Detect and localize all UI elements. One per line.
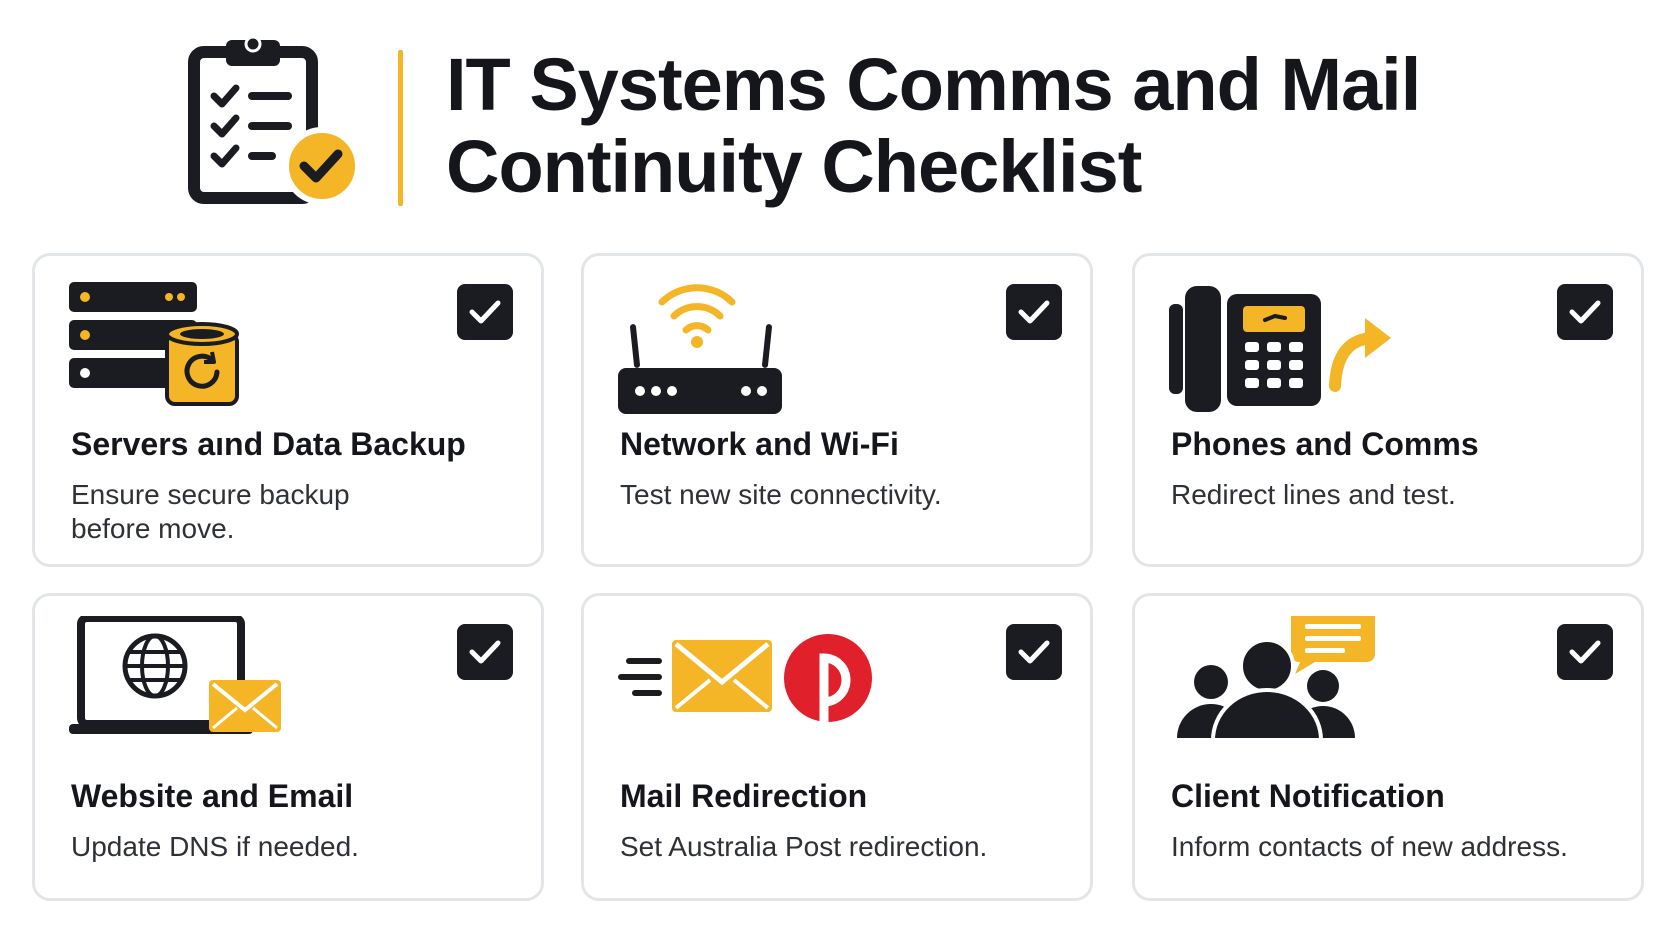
- checklist-card-servers[interactable]: Servers aınd Data Backup Ensure secure b…: [32, 253, 544, 567]
- clipboard-check-icon: [188, 35, 361, 205]
- card-description: Set Australia Post redirection.: [620, 831, 988, 862]
- checkbox-checked[interactable]: [1557, 284, 1613, 340]
- server-database-backup-icon: [69, 282, 239, 406]
- page-header: IT Systems Comms and Mail Continuity Che…: [0, 0, 1672, 240]
- card-title: Mail Redirection: [620, 778, 868, 814]
- title-line-1: IT Systems Comms and Mail: [446, 43, 1421, 126]
- card-title: Website and Email: [71, 778, 354, 814]
- card-description: Redirect lines and test.: [1171, 479, 1456, 510]
- card-title: Phones and Comms: [1171, 426, 1479, 462]
- card-description: Test new site connectivity.: [620, 479, 942, 510]
- wifi-router-icon: [618, 284, 782, 414]
- checkmark-icon: [1018, 640, 1050, 664]
- card-description: Inform contacts of new address.: [1171, 831, 1568, 862]
- header-divider: [398, 50, 403, 206]
- checkmark-icon: [1018, 300, 1050, 324]
- checkbox-checked[interactable]: [1006, 624, 1062, 680]
- checklist-card-network[interactable]: Network and Wi-Fi Test new site connecti…: [581, 253, 1093, 567]
- card-description: Update DNS if needed.: [71, 831, 359, 862]
- mail-post-icon: [618, 634, 872, 729]
- desk-phone-forward-icon: [1169, 286, 1391, 412]
- checkbox-checked[interactable]: [1557, 624, 1613, 680]
- laptop-globe-email-icon: [69, 616, 281, 734]
- page-title: IT Systems Comms and Mail Continuity Che…: [446, 44, 1596, 208]
- checkbox-checked[interactable]: [1006, 284, 1062, 340]
- checklist-card-phones[interactable]: Phones and Comms Redirect lines and test…: [1132, 253, 1644, 567]
- checkbox-checked[interactable]: [457, 284, 513, 340]
- checklist-card-clients[interactable]: Client Notification Inform contacts of n…: [1132, 593, 1644, 901]
- card-title: Client Notification: [1171, 778, 1445, 814]
- card-title: Network and Wi-Fi: [620, 426, 899, 462]
- checkmark-icon: [469, 640, 501, 664]
- card-description: Ensure secure backup before move.: [71, 479, 350, 544]
- checkbox-checked[interactable]: [457, 624, 513, 680]
- people-chat-icon: [1177, 616, 1375, 742]
- checkmark-icon: [469, 300, 501, 324]
- card-title: Servers aınd Data Backup: [71, 426, 466, 462]
- checklist-card-mail[interactable]: Mail Redirection Set Australia Post redi…: [581, 593, 1093, 901]
- checkmark-icon: [1569, 640, 1601, 664]
- checklist-card-website[interactable]: Website and Email Update DNS if needed.: [32, 593, 544, 901]
- title-line-2: Continuity Checklist: [446, 125, 1142, 208]
- checkmark-icon: [1569, 300, 1601, 324]
